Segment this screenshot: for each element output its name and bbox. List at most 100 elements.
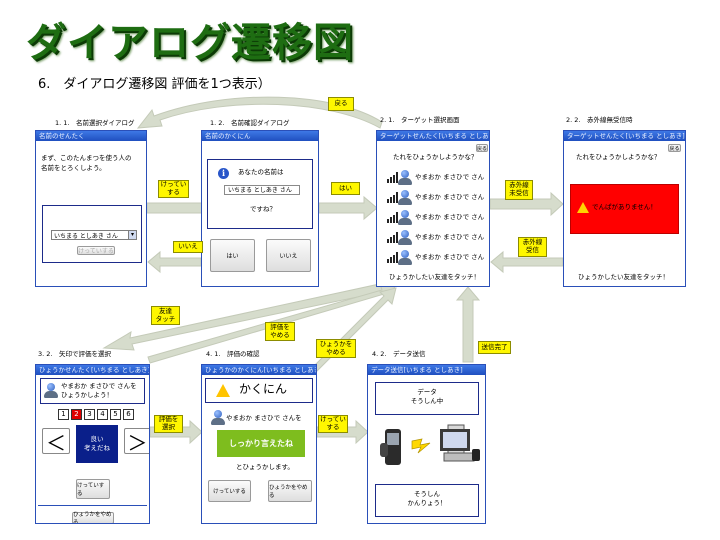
tlabel-decide2: けってい する: [318, 415, 348, 433]
arrow-p22-to-p21: [490, 250, 564, 274]
page-number[interactable]: 5: [110, 409, 121, 420]
divider: [38, 505, 147, 506]
friend-name: やまおか まさひで さん: [415, 213, 485, 221]
arrow-p21-to-p11-back: [136, 96, 383, 129]
stop-button-p32[interactable]: ひょうかをやめる: [72, 512, 114, 523]
eval-card[interactable]: 良い 考えだね: [76, 425, 118, 463]
footer-p22: ひょうかしたい友達をタッチ！: [578, 273, 669, 281]
sending-line1: データ: [417, 388, 437, 396]
decide-button-p11[interactable]: けっていする: [77, 246, 115, 255]
friend-item[interactable]: やまおか まさひで さん: [385, 229, 489, 247]
titlebar-p12: 名前のかくにん: [202, 131, 318, 141]
friend-item[interactable]: やまおか まさひで さん: [385, 189, 489, 207]
friend-item[interactable]: やまおか まさひで さん: [385, 209, 489, 227]
target-box-p32: やまおか まさひで さんを ひょうかしよう！: [40, 378, 145, 404]
tlabel-cancel-eval: 評価を やめる: [265, 322, 295, 341]
label-p22: 2. 2. 赤外線無受信時: [566, 116, 633, 124]
friend-item[interactable]: やまおか まさひで さん: [385, 249, 489, 267]
sending-line2: そうしん中: [410, 397, 444, 406]
tlabel-sent: 送信完了: [478, 341, 511, 354]
dialog-target-select: ターゲットせんたく[いちまる としあき] 戻る たれをひょうかしようかな？ やま…: [376, 130, 490, 287]
warning-icon-p41: [216, 384, 230, 397]
label-p42: 4. 2. データ送信: [372, 350, 426, 358]
target-p41: やまおか まさひで さんを: [226, 414, 302, 422]
label-p21: 2. 1. ターゲット選択画面: [380, 116, 460, 124]
after-text: とひょうかします。: [236, 463, 294, 471]
page-number[interactable]: 6: [123, 409, 134, 420]
tlabel-ir-recv: 赤外線 受信: [518, 237, 547, 257]
done-box: そうしん かんりょう！: [375, 484, 479, 517]
friend-item[interactable]: やまおか まさひで さん: [385, 169, 489, 187]
decide-button-p32[interactable]: けっていする: [76, 479, 110, 499]
signal-icon: [387, 192, 398, 203]
person-icon: [44, 383, 58, 398]
back-button-p22[interactable]: 戻る: [668, 144, 681, 152]
info-text: あなたの名前は: [238, 168, 284, 176]
person-icon-p41: [211, 410, 225, 425]
decide-button-p41[interactable]: けっていする: [208, 480, 251, 502]
signal-icon: [387, 232, 398, 243]
question-p21: たれをひょうかしようかな？: [393, 153, 478, 161]
back-button-p21[interactable]: 戻る: [476, 144, 488, 152]
prev-arrow-button[interactable]: ＜: [42, 428, 70, 455]
label-p41: 4. 1. 評価の確認: [206, 350, 260, 358]
name-select-value: いちまる としあき さん: [54, 232, 118, 240]
page-title: ダイアログ遷移図: [26, 20, 354, 66]
tlabel-cancel-hyoka: ひょうかを やめる: [316, 339, 356, 358]
next-arrow-button[interactable]: ＞: [124, 428, 149, 455]
person-icon: [398, 230, 412, 245]
tlabel-ir-none: 赤外線 未受信: [505, 180, 533, 200]
titlebar-p21: ターゲットせんたく[いちまる としあき]: [377, 131, 489, 141]
signal-icon: [387, 212, 398, 223]
page-subtitle: 6. ダイアログ遷移図 評価を1つ表示）: [38, 77, 271, 92]
arrow-p42-to-p21: [455, 286, 481, 363]
name-display: いちまる としあき さん: [224, 185, 300, 195]
chevron-down-icon: ▾: [128, 231, 136, 239]
tlabel-select-eval: 評価を 選択: [154, 415, 183, 433]
done-line2: かんりょう！: [407, 499, 447, 508]
page-number[interactable]: 2: [71, 409, 82, 420]
titlebar-p42: データ送信[いちまる としあき]: [368, 365, 485, 375]
dialog-name-select: 名前のせんたく まず、このたんまつを使う人の 名前をとろくしよう。 いちまる と…: [35, 130, 147, 287]
titlebar-p41: ひょうかのかくにん[いちまる としあき]: [202, 365, 316, 375]
friend-list: やまおか まさひで さんやまおか まさひで さんやまおか まさひで さんやまおか…: [385, 169, 489, 279]
no-button[interactable]: いいえ: [266, 239, 311, 272]
lightning-icon: [411, 438, 431, 454]
yes-button[interactable]: はい: [210, 239, 255, 272]
eval-line2: 考えだね: [84, 444, 110, 453]
heading-text: かくにん: [239, 382, 288, 396]
signal-icon: [387, 252, 398, 263]
page-number[interactable]: 4: [97, 409, 108, 420]
person-icon: [398, 250, 412, 265]
friend-name: やまおか まさひで さん: [415, 193, 485, 201]
person-icon: [398, 210, 412, 225]
arrow-p12-to-p21: [318, 195, 378, 221]
dialog-data-send: データ送信[いちまる としあき] データ そうしん中 そうしん かんりょう！: [367, 364, 486, 524]
titlebar-p11: 名前のせんたく: [36, 131, 146, 141]
confirm-box: i あなたの名前は いちまる としあき さん ですね？: [207, 159, 313, 229]
tlabel-back: 戻る: [328, 97, 354, 111]
dialog-name-confirm: 名前のかくにん i あなたの名前は いちまる としあき さん ですね？ はい い…: [201, 130, 319, 287]
eval-line1: 良い: [90, 435, 104, 443]
select-box: いちまる としあき さん ▾ けっていする: [42, 205, 142, 263]
tlabel-decide: けってい する: [158, 180, 189, 198]
stop-button-p41[interactable]: ひょうかをやめる: [268, 480, 312, 502]
prompt-line1: まず、このたんまつを使う人の: [41, 154, 132, 162]
page-number[interactable]: 1: [58, 409, 69, 420]
friend-name: やまおか まさひで さん: [415, 233, 485, 241]
page-number[interactable]: 3: [84, 409, 95, 420]
friend-name: やまおか まさひで さん: [415, 173, 485, 181]
dialog-ir-none: ターゲットせんたく[いちまる としあき] 戻る たれをひょうかしようかな？ でん…: [563, 130, 686, 287]
info-icon: i: [218, 168, 229, 179]
titlebar-p32: ひょうかせんたく[いちまる としあき]: [36, 365, 149, 375]
label-p12: 1. 2. 名前確認ダイアログ: [210, 119, 290, 127]
footer-p21: ひょうかしたい友達をタッチ！: [389, 273, 480, 281]
label-p11: 1. 1. 名前選択ダイアログ: [55, 119, 135, 127]
dialog-eval-select: ひょうかせんたく[いちまる としあき] やまおか まさひで さんを ひょうかしよ…: [35, 364, 150, 524]
done-line1: そうしん: [414, 490, 440, 498]
eval-carousel: ＜ 良い 考えだね ＞: [38, 425, 149, 466]
computer-icon: [440, 424, 480, 462]
confirm-text: ですね？: [250, 205, 276, 213]
dialog-eval-confirm: ひょうかのかくにん[いちまる としあき] かくにん やまおか まさひで さんを …: [201, 364, 317, 524]
name-select[interactable]: いちまる としあき さん ▾: [51, 230, 137, 240]
